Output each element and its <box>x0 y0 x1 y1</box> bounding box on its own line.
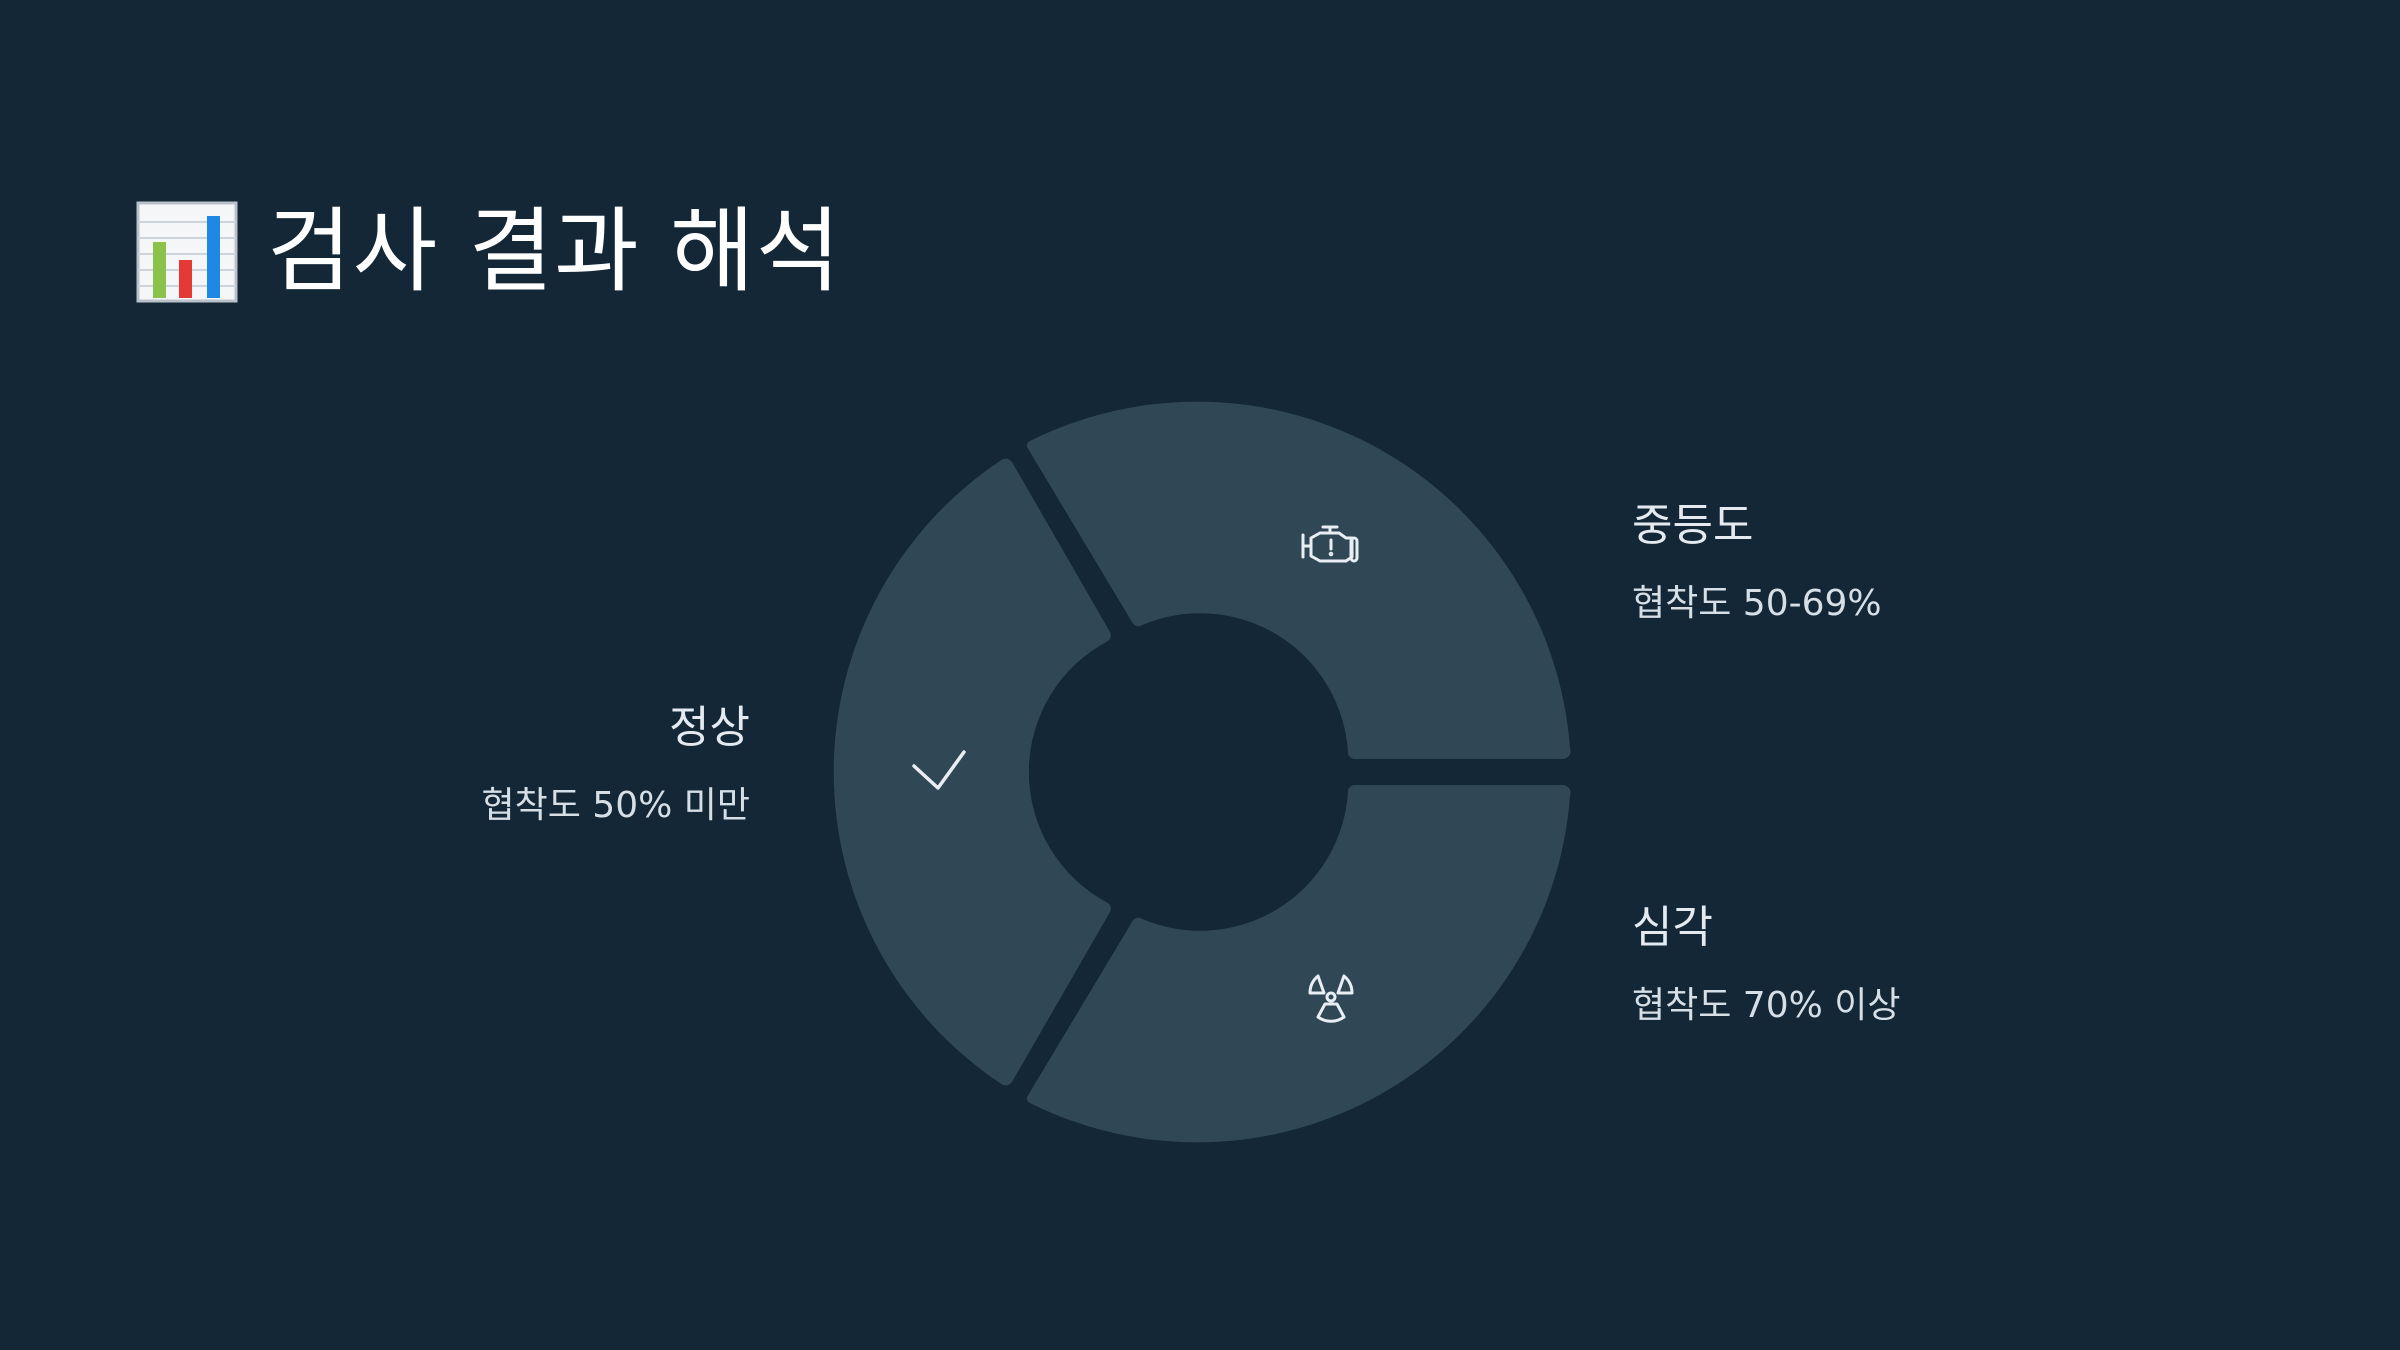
page-title: 검사 결과 해석 <box>267 198 842 305</box>
segment-normal <box>833 458 1111 1086</box>
label-normal-description: 협착도 50% 미만 <box>481 785 750 826</box>
label-moderate: 중등도 협착도 50-69% <box>1632 504 1882 622</box>
slide-title: 검사 결과 해석 <box>135 200 841 304</box>
segment-moderate <box>1026 401 1571 760</box>
label-normal: 정상 협착도 50% 미만 <box>481 706 750 824</box>
label-moderate-description: 협착도 50-69% <box>1632 583 1882 624</box>
label-moderate-heading: 중등도 <box>1632 500 1754 551</box>
engine-warning-icon <box>1301 525 1359 563</box>
radiation-icon <box>1308 974 1354 1023</box>
label-severe-description: 협착도 70% 이상 <box>1632 985 1901 1026</box>
segment-severe <box>1026 784 1571 1143</box>
label-severe-heading: 심각 <box>1632 902 1713 953</box>
checkmark-icon <box>912 750 966 790</box>
bar-chart-icon <box>136 201 238 303</box>
label-normal-heading: 정상 <box>669 702 750 753</box>
label-severe: 심각 협착도 70% 이상 <box>1632 906 1901 1024</box>
